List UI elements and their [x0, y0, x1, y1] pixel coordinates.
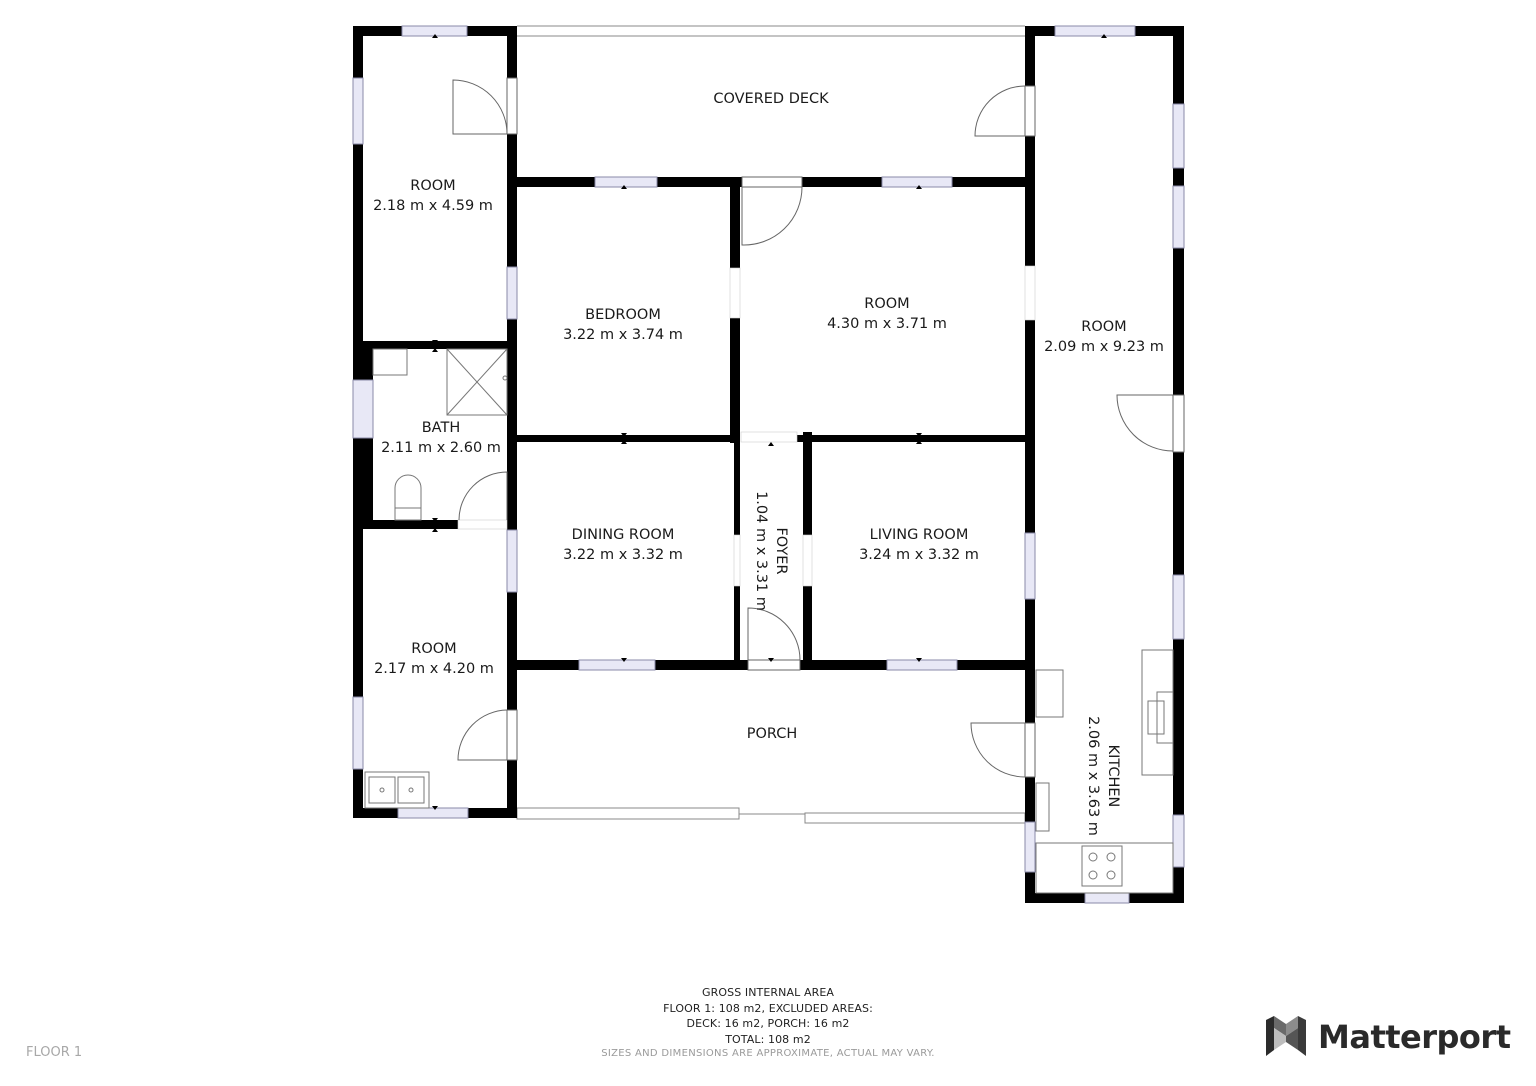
covered-deck-area[interactable]: [517, 36, 1025, 177]
window: [1172, 574, 1185, 640]
kitchen-name: KITCHEN: [1105, 745, 1121, 808]
summary-total-line: TOTAL: 108 m2: [725, 1032, 811, 1046]
door[interactable]: [970, 722, 1036, 778]
door[interactable]: [974, 85, 1036, 137]
bedroom-name: BEDROOM: [585, 307, 661, 323]
kitchen-area[interactable]: [1036, 640, 1173, 893]
cabinet: [1035, 782, 1050, 832]
window: [1172, 185, 1185, 249]
fridge: [1035, 669, 1064, 718]
room-labels: ROOM 2.18 m x 4.59 m COVERED DECK ROOM 2…: [373, 91, 1164, 836]
windows: [352, 25, 1185, 904]
window: [594, 176, 658, 188]
window: [401, 25, 468, 37]
window: [352, 696, 364, 770]
porch-name: PORCH: [747, 726, 798, 742]
door[interactable]: [452, 77, 518, 135]
room-nw-name: ROOM: [410, 178, 455, 194]
fixtures: [364, 348, 1174, 894]
room-center-area[interactable]: [740, 187, 1020, 436]
porch-area[interactable]: [517, 671, 1025, 809]
shower: [446, 348, 508, 416]
door[interactable]: [458, 471, 508, 521]
window: [397, 807, 469, 819]
dining-room-dimensions: 3.22 m x 3.32 m: [563, 547, 683, 563]
doors: [452, 77, 1185, 778]
room-areas: [363, 35, 1173, 893]
summary-excluded-line: DECK: 16 m2, PORCH: 16 m2: [686, 1017, 850, 1030]
window: [352, 77, 364, 145]
measure-ticks: [432, 34, 1107, 810]
window: [886, 659, 958, 671]
door[interactable]: [1116, 394, 1185, 453]
bath-name: BATH: [422, 420, 461, 436]
room-east-dimensions: 2.09 m x 9.23 m: [1044, 339, 1164, 355]
matterport-logo-icon: [1266, 1016, 1306, 1056]
room-sw-dimensions: 2.17 m x 4.20 m: [374, 661, 494, 677]
bedroom-area[interactable]: [517, 187, 730, 436]
laundry-sink: [364, 771, 430, 809]
summary-floor-line: FLOOR 1: 108 m2, EXCLUDED AREAS:: [663, 1001, 873, 1015]
bedroom-dimensions: 3.22 m x 3.74 m: [563, 327, 683, 343]
window: [1024, 821, 1036, 873]
area-summary: GROSS INTERNAL AREA FLOOR 1: 108 m2, EXC…: [0, 985, 1536, 1061]
openings: [457, 265, 1036, 587]
window: [578, 659, 656, 671]
window: [506, 266, 518, 320]
room-nw-area[interactable]: [363, 35, 507, 342]
vanity: [372, 348, 408, 376]
window: [1054, 25, 1136, 37]
room-east-name: ROOM: [1081, 319, 1126, 335]
room-nw-dimensions: 2.18 m x 4.59 m: [373, 198, 493, 214]
room-center-name: ROOM: [864, 296, 909, 312]
open-edges: [516, 25, 1026, 824]
window: [1172, 814, 1185, 868]
window: [1172, 103, 1185, 169]
foyer-area[interactable]: [741, 442, 803, 660]
kitchen-sink: [1147, 691, 1174, 744]
room-sw-name: ROOM: [411, 641, 456, 657]
window: [881, 176, 953, 188]
room-center-dimensions: 4.30 m x 3.71 m: [827, 316, 947, 332]
window: [1024, 532, 1036, 600]
dining-room-name: DINING ROOM: [572, 527, 675, 543]
brand-logo: Matterport: [1264, 1016, 1511, 1058]
counter-bottom: [1035, 842, 1174, 894]
room-sw-area[interactable]: [365, 530, 507, 808]
toilet: [394, 474, 422, 521]
floor-label: FLOOR 1: [26, 1045, 83, 1060]
living-room-dimensions: 3.24 m x 3.32 m: [859, 547, 979, 563]
room-east-area[interactable]: [1036, 35, 1173, 640]
brand-name: Matterport: [1318, 1018, 1511, 1056]
living-room-area[interactable]: [812, 442, 1020, 660]
summary-title: GROSS INTERNAL AREA: [702, 986, 834, 999]
dining-room-area[interactable]: [517, 442, 730, 660]
door[interactable]: [457, 709, 518, 761]
window: [1084, 892, 1130, 904]
window: [506, 529, 518, 593]
window: [352, 379, 374, 439]
foyer-dimensions: 1.04 m x 3.31 m: [753, 491, 769, 611]
door[interactable]: [747, 607, 801, 671]
door[interactable]: [741, 176, 803, 246]
summary-disclaimer: SIZES AND DIMENSIONS ARE APPROXIMATE, AC…: [601, 1048, 935, 1059]
stove: [1081, 845, 1123, 887]
living-room-name: LIVING ROOM: [870, 527, 969, 543]
covered-deck-name: COVERED DECK: [713, 91, 829, 107]
foyer-name: FOYER: [773, 527, 789, 574]
kitchen-dimensions: 2.06 m x 3.63 m: [1085, 716, 1101, 836]
bath-dimensions: 2.11 m x 2.60 m: [381, 440, 501, 456]
